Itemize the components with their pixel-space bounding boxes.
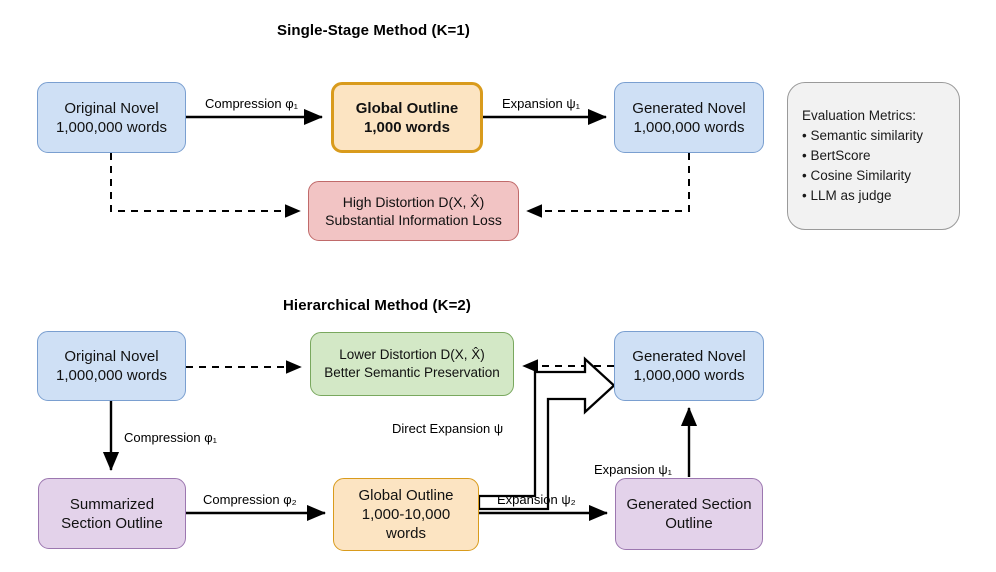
evaluation-metrics-heading: Evaluation Metrics: xyxy=(802,108,917,123)
node-line-1: Lower Distortion D(X, X̂) xyxy=(339,347,485,362)
node-line-1: Original Novel xyxy=(64,99,159,117)
edge-label-bot-expansion-psi1: Expansion ψ₁ xyxy=(594,462,672,477)
edge-label-top-expansion: Expansion ψ₁ xyxy=(502,96,580,111)
node-line-2: Outline xyxy=(665,515,713,532)
evaluation-metrics-panel[interactable]: Evaluation Metrics: • Semantic similarit… xyxy=(787,82,960,230)
node-line-3: words xyxy=(385,525,426,542)
node-bot-global-outline[interactable]: Global Outline 1,000-10,000 words xyxy=(333,478,479,551)
node-line-2: Substantial Information Loss xyxy=(325,212,502,228)
node-line-2: 1,000,000 words xyxy=(56,118,167,136)
node-line-1: Original Novel xyxy=(64,348,159,365)
node-line-2: Better Semantic Preservation xyxy=(324,365,500,380)
node-bot-generated-novel[interactable]: Generated Novel 1,000,000 words xyxy=(614,331,764,401)
node-line-1: Generated Novel xyxy=(632,99,746,117)
node-bot-summarized-section-outline[interactable]: Summarized Section Outline xyxy=(38,478,186,549)
evaluation-metrics-item: • Semantic similarity xyxy=(802,128,923,143)
edge-label-top-compression: Compression φ₁ xyxy=(205,96,299,111)
node-line-1: Generated Novel xyxy=(632,348,746,365)
edge-label-bot-compression-phi1: Compression φ₁ xyxy=(124,430,218,445)
edge-top-distortion-right xyxy=(526,153,690,218)
node-top-global-outline[interactable]: Global Outline 1,000 words xyxy=(331,82,483,153)
evaluation-metrics-item: • Cosine Similarity xyxy=(802,168,912,183)
node-line-2: 1,000 words xyxy=(364,118,450,136)
node-line-2: 1,000-10,000 xyxy=(361,506,451,523)
node-top-generated-novel[interactable]: Generated Novel 1,000,000 words xyxy=(614,82,764,153)
evaluation-metrics-item: • BertScore xyxy=(802,148,871,163)
edge-label-bot-expansion-psi2: Expansion ψ₂ xyxy=(497,492,576,507)
node-line-1: Summarized xyxy=(69,495,155,513)
node-bot-original-novel[interactable]: Original Novel 1,000,000 words xyxy=(37,331,186,401)
node-line-1: Global Outline xyxy=(355,99,459,117)
node-line-2: 1,000,000 words xyxy=(633,118,745,136)
section-title-bottom: Hierarchical Method (K=2) xyxy=(283,297,471,314)
node-line-2: Section Outline xyxy=(61,514,163,532)
node-line-1: Generated Section xyxy=(626,496,752,513)
node-line-2: 1,000,000 words xyxy=(633,367,745,384)
section-title-top: Single-Stage Method (K=1) xyxy=(277,22,470,39)
node-bot-generated-section-outline[interactable]: Generated Section Outline xyxy=(615,478,763,550)
edge-label-bot-compression-phi2: Compression φ₂ xyxy=(203,492,297,507)
edge-label-bot-direct-expansion: Direct Expansion ψ xyxy=(392,421,504,436)
node-top-original-novel[interactable]: Original Novel 1,000,000 words xyxy=(37,82,186,153)
node-line-1: High Distortion D(X, X̂) xyxy=(342,194,485,210)
node-bot-lower-distortion[interactable]: Lower Distortion D(X, X̂) Better Semanti… xyxy=(310,332,514,396)
node-top-high-distortion[interactable]: High Distortion D(X, X̂) Substantial Inf… xyxy=(308,181,519,241)
edge-top-distortion-left xyxy=(110,153,301,218)
node-line-2: 1,000,000 words xyxy=(56,367,167,384)
evaluation-metrics-item: • LLM as judge xyxy=(802,188,892,203)
node-line-1: Global Outline xyxy=(358,487,454,504)
